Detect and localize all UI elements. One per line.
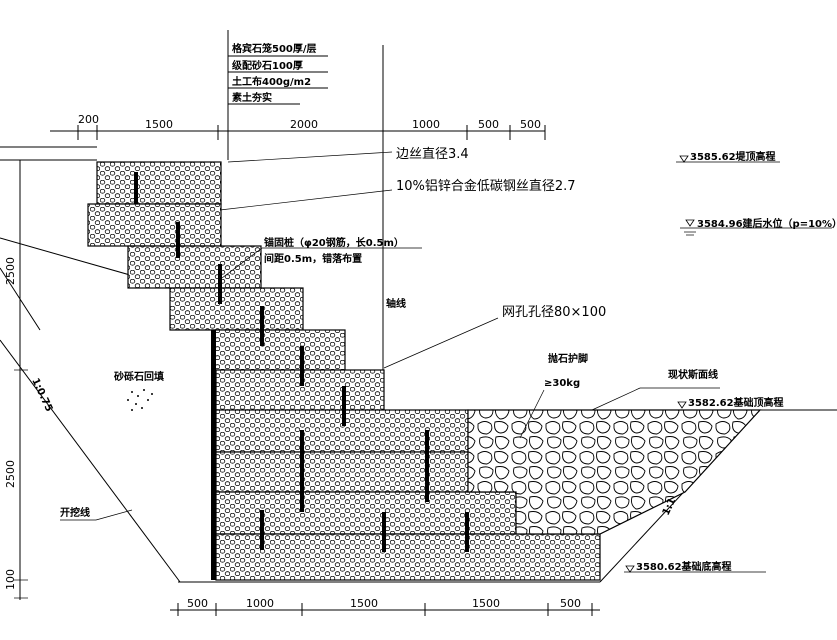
backfill-dots <box>127 389 153 411</box>
axis-label: 轴线 <box>386 297 406 310</box>
slope-left-label: 1:0.75 <box>29 377 54 414</box>
top-dimensions: 200 1500 2000 1000 500 500 <box>50 45 546 370</box>
dim-top-1500: 1500 <box>145 118 173 131</box>
gabion-row-1 <box>96 161 222 205</box>
mesh-hole-label: 网孔孔径80×100 <box>502 305 606 320</box>
dim-bottom-1500b: 1500 <box>472 597 500 610</box>
dim-top-1000: 1000 <box>412 118 440 131</box>
elev-water-label: 3584.96建后水位（p=10%） <box>697 217 837 230</box>
left-dimensions: 2500 2500 100 <box>4 159 28 600</box>
excavation-lines <box>0 146 837 583</box>
dim-left-2500a: 2500 <box>4 257 17 285</box>
layer-notes-table: 格宾石笼500厚/层 级配砂石100厚 土工布400g/m2 素土夯实 <box>227 30 328 108</box>
dim-top-500b: 500 <box>520 118 541 131</box>
gabion-row-2 <box>87 203 222 247</box>
layer-note-3: 土工布400g/m2 <box>232 75 311 88</box>
anchor-piles <box>134 172 469 552</box>
mesh-wire-label: 10%铝锌合金低碳钢丝直径2.7 <box>396 178 576 194</box>
layer-note-2: 级配砂石100厚 <box>231 59 303 72</box>
gabion-front-wall <box>211 330 216 580</box>
backfill-label: 砂砾石回填 <box>113 370 164 383</box>
dim-bottom-500a: 500 <box>187 597 208 610</box>
gabion-row-10 <box>215 533 601 581</box>
edge-wire-label: 边丝直径3.4 <box>396 147 469 162</box>
excavation-label: 开挖线 <box>60 506 90 519</box>
dim-bottom-500b: 500 <box>560 597 581 610</box>
riprap-label-2: ≥30kg <box>544 378 580 389</box>
bottom-dimensions: 500 1000 1500 1500 500 <box>170 597 600 616</box>
riprap-label-1: 抛石护脚 <box>548 352 588 365</box>
gabion-row-5 <box>211 329 346 371</box>
dim-top-200: 200 <box>78 113 99 126</box>
elevation-markers: 3585.62堤顶高程 3584.96建后水位（p=10%） 3582.62基础… <box>624 150 837 573</box>
layer-note-1: 格宾石笼500厚/层 <box>232 42 317 55</box>
gabion-row-8 <box>215 451 469 493</box>
riprap-toe <box>467 409 762 535</box>
anchor-pile-label-2: 间距0.5m，错落布置 <box>264 252 362 265</box>
dim-bottom-1500a: 1500 <box>350 597 378 610</box>
dim-left-100: 100 <box>4 569 17 590</box>
dim-left-2500b: 2500 <box>4 460 17 488</box>
elev-found-bottom-label: 3580.62基础底高程 <box>636 560 732 573</box>
gabion-row-4 <box>169 287 304 331</box>
gabion-row-3 <box>127 245 262 289</box>
ground-line-label: 现状斯面线 <box>668 368 718 381</box>
dim-bottom-1000: 1000 <box>246 597 274 610</box>
elev-top-label: 3585.62堤顶高程 <box>690 150 776 163</box>
dim-top-2000: 2000 <box>290 118 318 131</box>
annotations: 边丝直径3.4 10%铝锌合金低碳钢丝直径2.7 锚固桩（φ20钢筋，长0.5m… <box>29 147 720 521</box>
elev-found-top-label: 3582.62基础顶高程 <box>688 396 784 409</box>
anchor-pile-label-1: 锚固桩（φ20钢筋，长0.5m） <box>264 236 404 249</box>
dim-top-500a: 500 <box>478 118 499 131</box>
layer-note-4: 素土夯实 <box>232 91 272 104</box>
